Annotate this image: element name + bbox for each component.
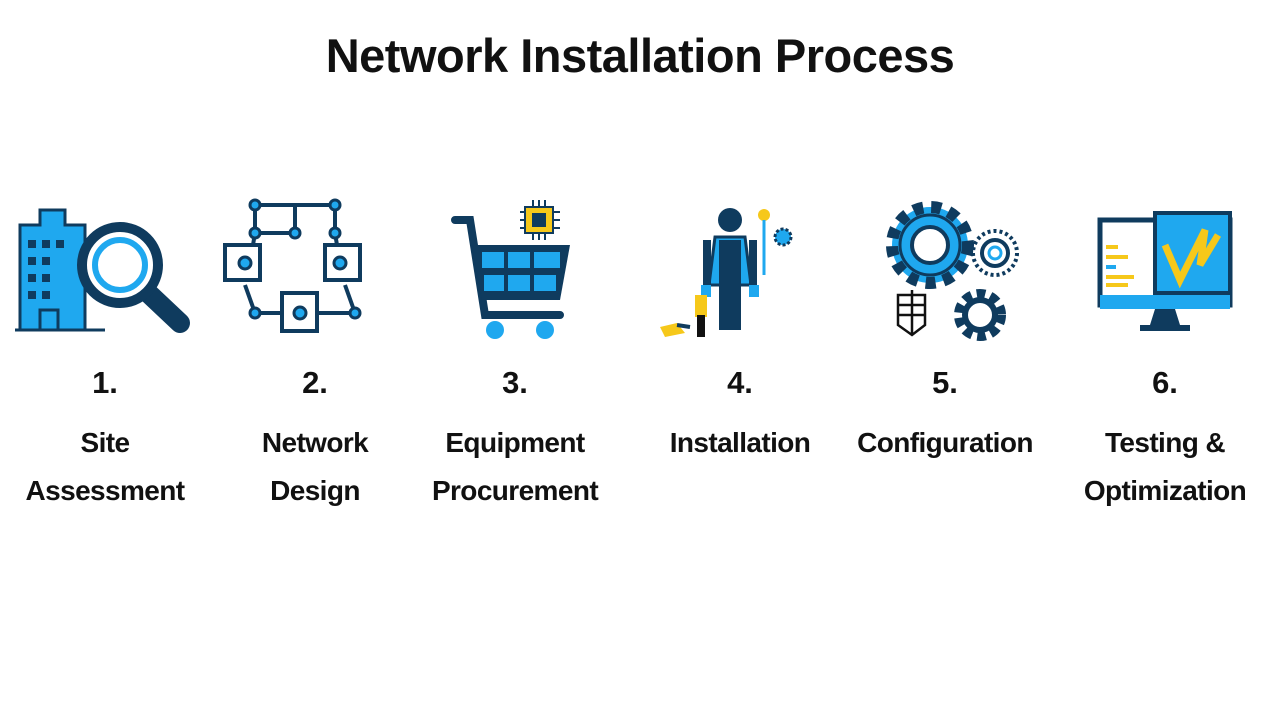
step-label: Equipment Procurement (400, 419, 630, 515)
step-number: 4. (727, 365, 753, 400)
step-label: Testing & Optimization (1050, 419, 1280, 515)
step-testing-optimization: 6. Testing & Optimization (1050, 195, 1280, 515)
step-number: 3. (502, 365, 528, 400)
shopping-cart-chip-icon (451, 200, 570, 339)
step-label: Installation (625, 419, 855, 467)
step-equipment-procurement: 3. Equipment Procurement (400, 195, 630, 515)
technician-icon (660, 208, 793, 337)
step-site-assessment: 1. Site Assessment (0, 195, 220, 515)
page-title: Network Installation Process (325, 29, 955, 82)
monitor-check-icon (1097, 211, 1233, 331)
step-label-text: Testing & Optimization (1083, 427, 1247, 506)
step-label-text: Network Design (261, 427, 369, 506)
step-label-text: Installation (669, 427, 811, 458)
step-label: Site Assessment (0, 419, 220, 515)
step-number: 6. (1152, 365, 1178, 400)
step-label: Network Design (200, 419, 430, 515)
building-magnifier-icon (15, 208, 190, 333)
step-network-design: 2. Network Design (200, 195, 430, 515)
network-diagram-icon (223, 198, 362, 333)
step-number: 5. (932, 365, 958, 400)
step-number: 1. (92, 365, 118, 400)
step-label-text: Site Assessment (25, 427, 186, 506)
step-number: 2. (302, 365, 328, 400)
step-label-text: Equipment Procurement (431, 427, 599, 506)
step-configuration: 5. Configuration (830, 195, 1060, 467)
step-installation: 4. Installation (625, 195, 855, 467)
gears-icon (886, 201, 1019, 341)
step-label-text: Configuration (857, 427, 1033, 458)
step-label: Configuration (830, 419, 1060, 467)
